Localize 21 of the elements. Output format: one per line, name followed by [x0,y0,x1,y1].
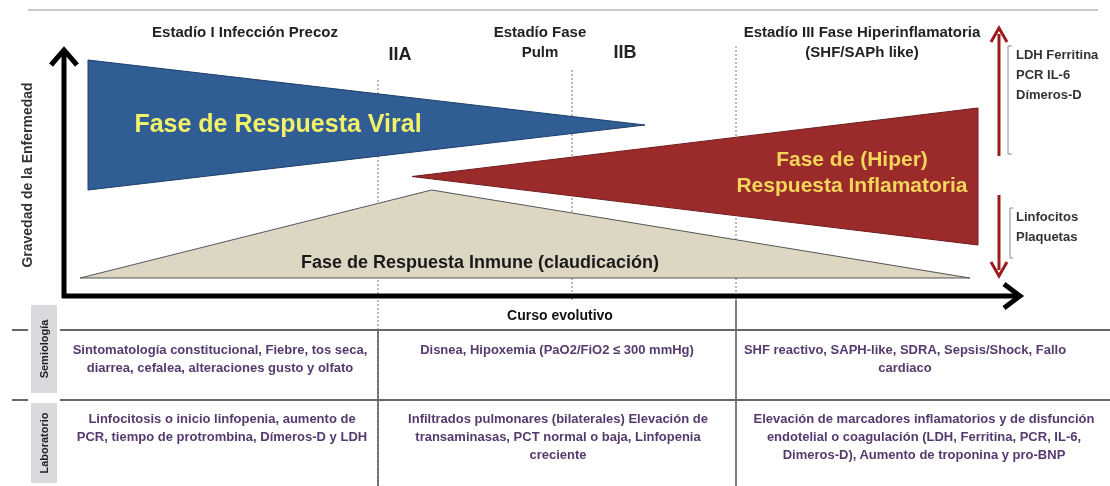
viral-phase-triangle [88,60,645,190]
lab-findings-text: Elevación de marcadores inflamatorios y de disfunción endotelial o coagulación (LDH, Ferritina, PCR, IL-6, Dimeros-D), Aumento de troponina y pro-BNP [752,410,1096,464]
substage-label: IIB [612,42,638,64]
phase-label: Fase de Respuesta Viral [133,108,423,139]
marker-list: LDH Ferritina PCR IL-6 Dímeros-D [1016,45,1106,106]
axis-title: Curso evolutivo [506,307,614,324]
stage-heading: Estadío Fase Pulm [492,22,588,61]
stage-heading: Estadío I Infección Precoz [151,22,339,42]
phase-label: Fase de (Hiper) Respuesta Inflamatoria [735,146,969,199]
marker-list: Linfocitos Plaquetas [1016,207,1106,248]
phase-label: Fase de Respuesta Inmune (claudicación) [299,251,661,274]
symptoms-text: Disnea, Hipoxemia (PaO2/FiO2 ≤ 300 mmHg) [419,341,695,359]
row-header: Semiología [38,319,50,379]
lab-findings-text: Infiltrados pulmonares (bilaterales) Elevación de transaminasas, PCT normal o baja, Linfopenia creciente [407,410,709,464]
row-header: Laboratorio [38,412,50,474]
substage-label: IIA [387,44,413,66]
stage-heading: Estadío III Fase Hiperinflamatoria (SHF/SAPh like) [742,22,982,61]
symptoms-text: SHF reactivo, SAPH-like, SDRA, Sepsis/Shock, Fallo cardiaco [742,341,1068,377]
axis-title: Gravedad de la Enfermedad [19,82,35,268]
symptoms-text: Sintomatología constitucional, Fiebre, tos seca, diarrea, cefalea, alteraciones gusto y olfato [71,341,369,377]
lab-findings-text: Linfocitosis o inicio linfopenia, aumento de PCR, tiempo de protrombina, Dímeros-D y LDH [75,410,369,446]
